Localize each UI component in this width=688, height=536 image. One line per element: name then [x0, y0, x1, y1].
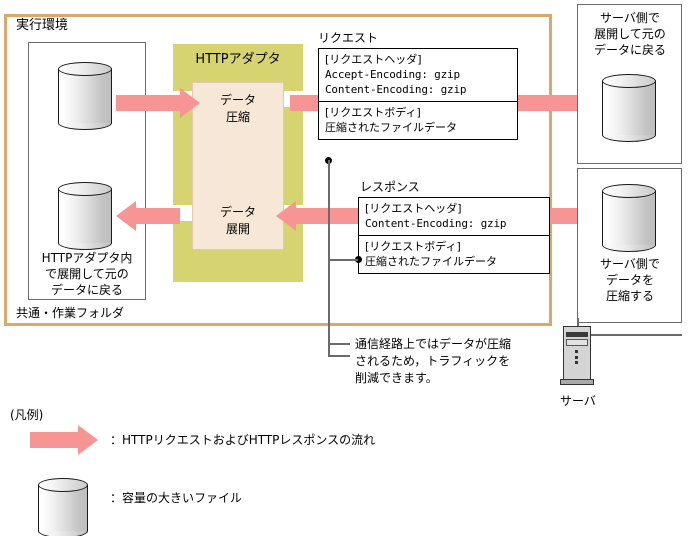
adapter-expand-line2: 展開 — [225, 222, 250, 236]
http-adapter: HTTPアダプタ データ 圧縮 データ 展開 — [173, 44, 303, 282]
note-adapter-decompress-l1: HTTPアダプタ内 — [41, 251, 133, 265]
server-drive-bay-1 — [566, 332, 588, 337]
arrow-response-to-expand-head — [276, 201, 296, 231]
traffic-note: 通信経路上ではデータが圧縮 されるため，トラフィックを 削減できます。 — [355, 336, 565, 387]
arrow-response-to-expand-shaft — [296, 208, 358, 224]
legend-arrow-shaft — [30, 432, 78, 448]
request-message-box: [リクエストヘッダ] Accept-Encoding: gzip Content… — [318, 48, 518, 140]
legend-cylinder-meaning: ：容量の大きいファイル — [110, 491, 243, 505]
response-title: レスポンス — [360, 180, 420, 194]
leader-horizontal-note-top — [328, 343, 350, 345]
server-led-1 — [575, 350, 578, 353]
arrow-expand-to-file-head — [116, 201, 136, 231]
traffic-note-line1: 通信経路上ではデータが圧縮 — [355, 337, 512, 351]
response-header-part: [リクエストヘッダ] Content-Encoding: gzip — [359, 198, 549, 235]
server-led-2 — [575, 356, 578, 359]
shared-work-folder-label: 共通・作業フォルダ — [16, 306, 125, 320]
note-adapter-decompress-l3: データに戻る — [50, 283, 123, 297]
server-base — [560, 379, 594, 385]
note-server-decompress-l3: データに戻る — [593, 43, 666, 57]
request-accept-encoding: Accept-Encoding: gzip — [325, 68, 460, 81]
response-body-text: 圧縮されたファイルデータ — [365, 255, 497, 268]
request-body-label: [リクエストボディ] — [325, 106, 421, 119]
adapter-operation-compress: データ 圧縮 — [192, 92, 284, 126]
note-server-decompress-l2: 展開して元の — [594, 27, 666, 41]
cylinder-server-restored-file — [602, 74, 656, 142]
note-server-compress-l2: データを — [605, 273, 654, 287]
request-body-text: 圧縮されたファイルデータ — [325, 121, 457, 134]
arrow-file-to-compress-shaft — [116, 95, 180, 111]
arrow-compress-to-request-shaft — [290, 95, 320, 111]
http-adapter-title: HTTPアダプタ — [195, 52, 281, 67]
note-server-decompress: サーバ側で 展開して元の データに戻る — [580, 10, 680, 58]
note-server-compress-l1: サーバ側で — [600, 257, 660, 271]
note-server-compress: サーバ側で データを 圧縮する — [580, 256, 680, 304]
server-tower-icon — [560, 326, 596, 386]
arrow-request-to-server-shaft — [516, 95, 584, 111]
arrow-file-to-compress-head — [180, 88, 200, 118]
leader-horizontal-response — [330, 259, 358, 261]
leader-horizontal-note-bottom — [328, 355, 350, 357]
response-body-label: [リクエストボディ] — [365, 240, 461, 253]
server-wire-vertical — [577, 318, 579, 328]
response-divider — [359, 235, 549, 236]
legend-cylinder-icon — [38, 478, 88, 536]
request-content-encoding: Content-Encoding: gzip — [325, 83, 467, 96]
response-content-encoding: Content-Encoding: gzip — [365, 217, 507, 230]
traffic-note-line2: されるため，トラフィックを — [355, 354, 511, 368]
response-message-box: [リクエストヘッダ] Content-Encoding: gzip [リクエスト… — [358, 197, 550, 274]
server-drive-bay-2 — [566, 339, 588, 346]
cylinder-server-source-file — [602, 184, 656, 252]
request-header-label: [リクエストヘッダ] — [325, 53, 422, 66]
note-server-decompress-l1: サーバ側で — [600, 11, 660, 25]
request-body-part: [リクエストボディ] 圧縮されたファイルデータ — [319, 102, 517, 139]
adapter-compress-line2: 圧縮 — [225, 110, 250, 124]
legend-title: (凡例) — [10, 408, 44, 422]
adapter-compress-line1: データ — [219, 93, 256, 107]
execution-environment-title: 実行環境 — [16, 18, 69, 33]
note-adapter-decompress: HTTPアダプタ内 で展開して元の データに戻る — [28, 250, 146, 298]
adapter-operation-expand: データ 展開 — [192, 204, 284, 238]
note-server-compress-l3: 圧縮する — [605, 289, 654, 303]
request-title: リクエスト — [318, 31, 379, 45]
legend-arrow-head — [78, 425, 98, 455]
legend-arrow-meaning: ：HTTPリクエストおよびHTTPレスポンスの流れ — [110, 433, 376, 447]
server-label: サーバ — [560, 394, 596, 408]
leader-vertical-main — [328, 160, 330, 355]
server-wire-horizontal — [577, 334, 682, 336]
request-divider — [319, 101, 517, 102]
http-adapter-inner-panel — [192, 82, 284, 250]
adapter-expand-line1: データ — [219, 205, 256, 219]
request-header-part: [リクエストヘッダ] Accept-Encoding: gzip Content… — [319, 49, 517, 101]
note-adapter-decompress-l2: で展開して元の — [45, 267, 129, 281]
traffic-note-line3: 削減できます。 — [355, 371, 438, 385]
response-body-part: [リクエストボディ] 圧縮されたファイルデータ — [359, 236, 549, 273]
leader-dot-response — [355, 256, 362, 263]
cylinder-source-file — [58, 62, 112, 130]
server-led-3 — [575, 361, 578, 364]
response-header-label: [リクエストヘッダ] — [365, 202, 462, 215]
arrow-expand-to-file-shaft — [136, 208, 180, 224]
cylinder-restored-file — [58, 182, 112, 250]
